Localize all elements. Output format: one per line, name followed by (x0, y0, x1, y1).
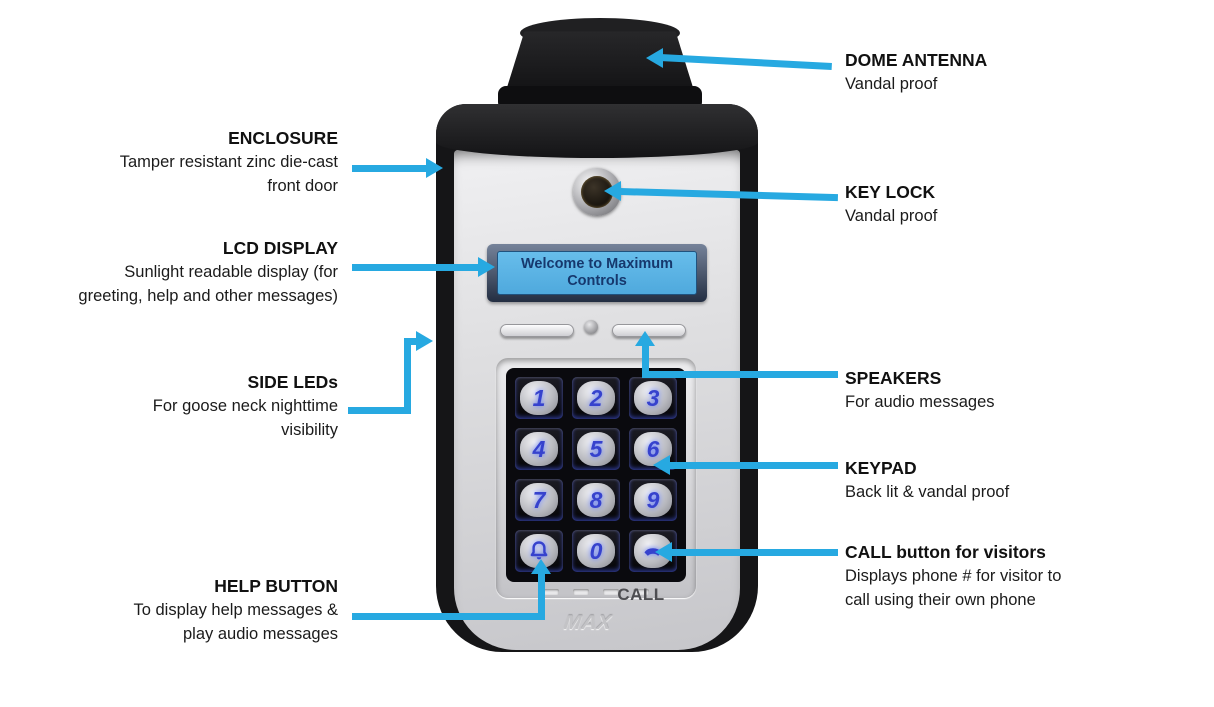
callout-lcd-title: LCD DISPLAY (222, 238, 338, 258)
callout-side-leds-title: SIDE LEDs (247, 372, 338, 392)
speakers-arrow-line (642, 344, 649, 378)
enclosure-arrow-head (426, 158, 443, 178)
callout-call-line: call using their own phone (845, 591, 1036, 609)
callout-keypad-title: KEYPAD (845, 458, 917, 478)
keypad-key-4: 4 (515, 428, 563, 470)
keypad-key-9: 9 (629, 479, 677, 521)
callout-speakers-title: SPEAKERS (845, 368, 942, 388)
lcd-text-line: Welcome to Maximum (520, 256, 674, 272)
callout-call-title: CALL button for visitors (845, 542, 1046, 562)
key-glyph: 0 (577, 534, 615, 568)
side-leds-arrow-line (348, 407, 411, 414)
key-glyph: 2 (577, 381, 615, 415)
help-arrow-head (531, 559, 551, 574)
callout-dome-line: Vandal proof (845, 75, 938, 93)
callout-keypad-line: Back lit & vandal proof (845, 483, 1010, 501)
key-glyph: 5 (577, 432, 615, 466)
call-label: CALL (617, 585, 665, 604)
dome-antenna-cone (504, 31, 696, 94)
help-arrow-line (352, 613, 545, 620)
callout-help-button: HELP BUTTON To display help messages & p… (8, 574, 338, 646)
callout-dome-antenna: DOME ANTENNA Vandal proof (845, 48, 1195, 96)
keypad-key-7: 7 (515, 479, 563, 521)
side-leds-arrow-line (404, 338, 411, 414)
callout-side-leds: SIDE LEDs For goose neck nighttime visib… (8, 370, 338, 442)
callout-call-button: CALL button for visitors Displays phone … (845, 540, 1195, 612)
drain-slot (633, 589, 649, 595)
callout-dome-title: DOME ANTENNA (845, 50, 988, 70)
lcd-arrow-head (478, 257, 495, 277)
call-arrow-line (670, 549, 838, 556)
callout-help-title: HELP BUTTON (214, 576, 338, 596)
callout-enclosure-line: front door (267, 177, 338, 195)
callout-help-line: To display help messages & (133, 601, 338, 619)
callout-speakers: SPEAKERS For audio messages (845, 366, 1195, 414)
drain-slot (543, 589, 559, 595)
drain-slot (573, 589, 589, 595)
callout-key-lock: KEY LOCK Vandal proof (845, 180, 1195, 228)
keypad-key-8: 8 (572, 479, 620, 521)
callout-lcd-line: greeting, help and other messages) (78, 287, 338, 305)
key-lock-arrow-head (604, 181, 621, 201)
speaker-slot-left (500, 324, 574, 337)
drain-slot (603, 589, 619, 595)
callout-lcd-display: LCD DISPLAY Sunlight readable display (f… (8, 236, 338, 308)
key-glyph: 4 (520, 432, 558, 466)
keypad-key-help (515, 530, 563, 572)
key-glyph: 7 (520, 483, 558, 517)
call-arrow-head (655, 542, 672, 562)
microphone-screw (584, 320, 598, 334)
keypad-key-3: 3 (629, 377, 677, 419)
callout-side-leds-line: For goose neck nighttime (152, 397, 338, 415)
speakers-arrow-head (635, 331, 655, 346)
lcd-arrow-line (352, 264, 480, 271)
help-arrow-line (538, 573, 545, 620)
callout-key-lock-line: Vandal proof (845, 207, 938, 225)
key-glyph: 3 (634, 381, 672, 415)
keypad-arrow-line (668, 462, 838, 469)
callout-side-leds-line: visibility (281, 421, 338, 439)
callout-lcd-line: Sunlight readable display (for (124, 263, 338, 281)
keypad: 1 2 3 4 5 6 7 8 9 0 (506, 368, 686, 582)
lcd-display: Welcome to Maximum Controls (497, 251, 697, 295)
key-glyph: 1 (520, 381, 558, 415)
key-glyph: 9 (634, 483, 672, 517)
keypad-key-5: 5 (572, 428, 620, 470)
dome-arrow-head (646, 48, 663, 68)
lcd-text-line: Controls (567, 273, 627, 289)
keypad-key-2: 2 (572, 377, 620, 419)
keypad-key-0: 0 (572, 530, 620, 572)
keypad-key-call (629, 530, 677, 572)
side-leds-arrow-line (404, 338, 418, 345)
callout-call-line: Displays phone # for visitor to (845, 567, 1062, 585)
max-logo: MAX (562, 611, 614, 634)
enclosure-arrow-line (352, 165, 428, 172)
callout-help-line: play audio messages (182, 625, 338, 643)
callout-keypad: KEYPAD Back lit & vandal proof (845, 456, 1195, 504)
keypad-arrow-head (653, 455, 670, 475)
callout-speakers-line: For audio messages (845, 393, 995, 411)
enclosure-hood (436, 104, 758, 158)
speakers-arrow-line (642, 371, 838, 378)
callout-key-lock-title: KEY LOCK (845, 182, 936, 202)
key-glyph: 8 (577, 483, 615, 517)
callout-enclosure-line: Tamper resistant zinc die-cast (119, 153, 338, 171)
keypad-key-1: 1 (515, 377, 563, 419)
side-leds-arrow-head (416, 331, 433, 351)
callout-enclosure: ENCLOSURE Tamper resistant zinc die-cast… (8, 126, 338, 198)
callout-enclosure-title: ENCLOSURE (228, 128, 338, 148)
